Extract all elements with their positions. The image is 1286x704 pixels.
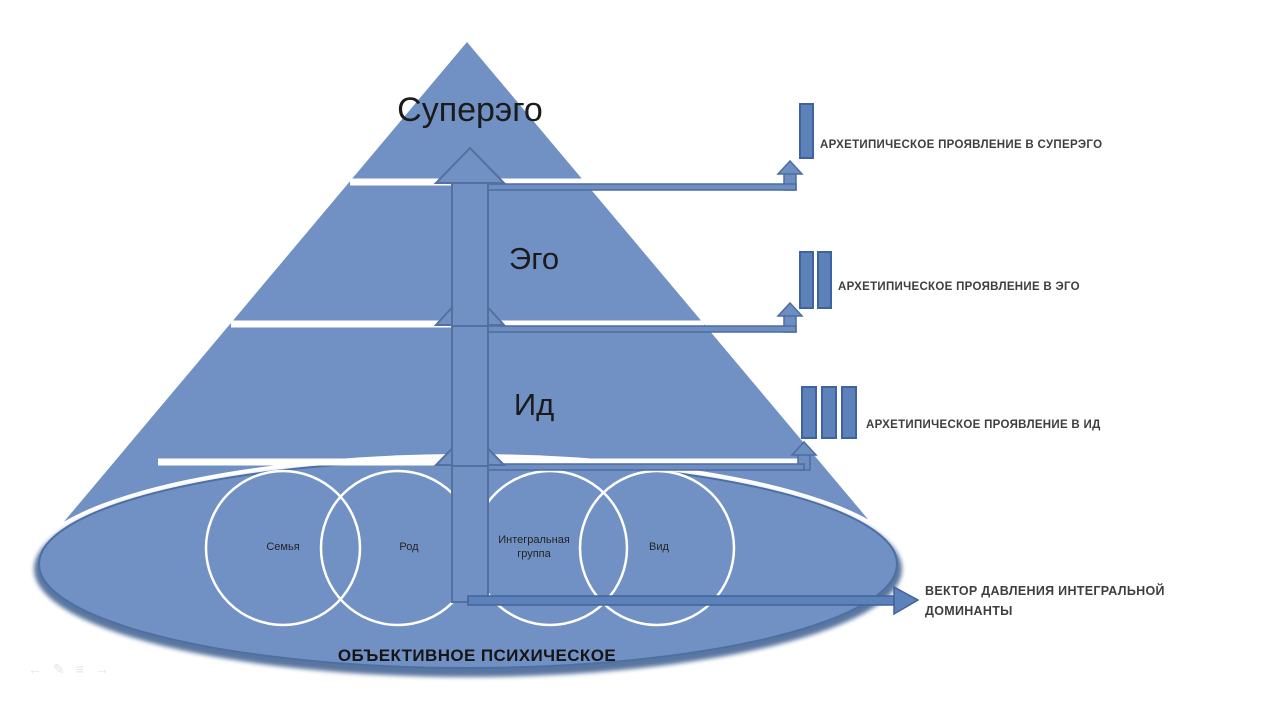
tally-superego (799, 103, 814, 159)
foundation-caption: ОБЪЕКТИВНОЕ ПСИХИЧЕСКОЕ (337, 646, 617, 665)
group-label-family: Семья (266, 541, 300, 553)
previous-slide-icon[interactable]: ← (28, 661, 42, 677)
presentation-controls: ← ✎ ≡ → (28, 662, 109, 676)
tally-bar (817, 251, 832, 309)
annotation-ego: АРХЕТИПИЧЕСКОЕ ПРОЯВЛЕНИЕ В ЭГО (838, 281, 1080, 293)
tally-bar (799, 103, 814, 159)
circle-species (578, 469, 736, 627)
right-arrowhead-icon (893, 585, 920, 616)
annotation-pressure-vector: ВЕКТОР ДАВЛЕНИЯ ИНТЕГРАЛЬНОЙ ДОМИНАНТЫ (925, 584, 1165, 618)
connector-superego (486, 159, 804, 191)
group-label-species: Вид (649, 541, 669, 553)
tally-bar (841, 386, 857, 439)
up-arrowhead-icon (790, 440, 818, 456)
central-ascent-arrow (433, 146, 507, 603)
tally-ego (799, 251, 832, 309)
tally-bar (799, 251, 814, 309)
annotation-superego: АРХЕТИПИЧЕСКОЕ ПРОЯВЛЕНИЕ В СУПЕРЭГО (820, 139, 1103, 151)
slide-menu-icon[interactable]: ≡ (75, 661, 84, 677)
level-label-id: Ид (513, 387, 555, 422)
circle-family (204, 469, 362, 627)
pressure-vector-arrow (467, 585, 920, 616)
tally-id (801, 386, 857, 439)
annotation-id: АРХЕТИПИЧЕСКОЕ ПРОЯВЛЕНИЕ В ИД (866, 419, 1101, 431)
group-label-integral-group: Интегральная группа (498, 534, 570, 560)
up-arrowhead-icon (776, 159, 804, 175)
tally-bar (821, 386, 837, 439)
level-label-ego: Эго (508, 241, 560, 276)
up-arrowhead-icon (776, 301, 804, 317)
pen-icon[interactable]: ✎ (53, 661, 65, 677)
level-label-superego: Суперэго (397, 91, 543, 129)
next-slide-icon[interactable]: → (94, 661, 109, 677)
group-label-kin: Род (399, 541, 419, 553)
tally-bar (801, 386, 817, 439)
